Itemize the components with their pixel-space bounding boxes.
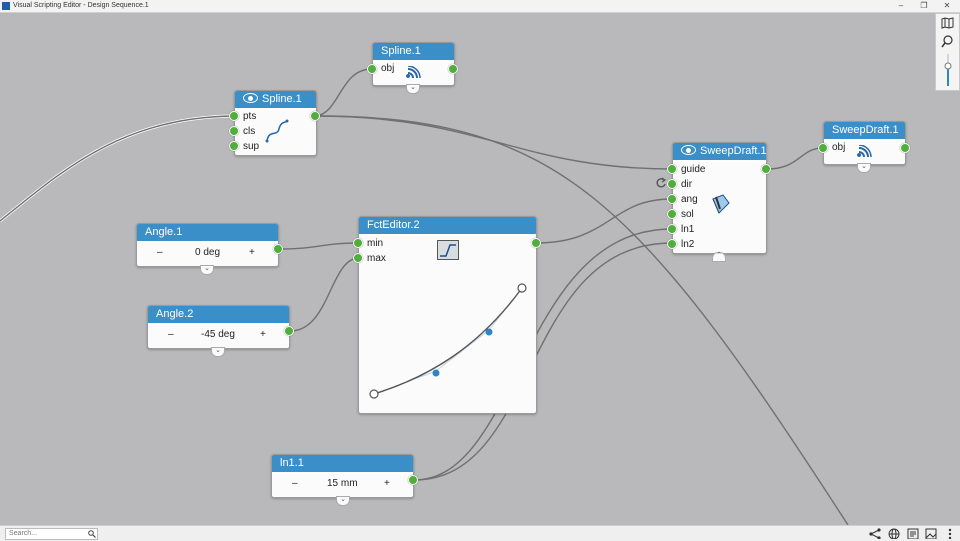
restore-button[interactable]: ❐ [920,1,928,10]
port-cls[interactable] [229,126,239,136]
port-label-guide: guide [681,164,706,175]
length-value[interactable]: 15 mm [327,478,358,489]
node-title: Angle.1 [137,224,278,243]
output-feed-icon [406,66,421,79]
window-title: Visual Scripting Editor - Design Sequenc… [13,2,149,9]
curve-handle-1[interactable] [432,369,440,377]
port-ang[interactable] [667,194,677,204]
port-ln-out[interactable] [408,475,418,485]
port-label-obj: obj [832,142,846,153]
status-bar: Search... [0,525,960,541]
port-obj-out[interactable] [900,143,910,153]
graph-canvas[interactable]: Spline.1 obj ⌄ Spline.1 pts cls sup Angl… [0,13,960,525]
port-angle1-out[interactable] [273,244,283,254]
expand-chevron-icon[interactable]: ⌄ [200,265,214,275]
decrement-button[interactable]: – [292,478,298,489]
node-spline[interactable]: Spline.1 pts cls sup [234,90,317,156]
port-sup[interactable] [229,141,239,151]
visibility-eye-icon[interactable] [681,145,696,155]
curve-end-point[interactable] [517,283,527,293]
expand-chevron-icon[interactable]: ⌄ [211,347,225,357]
port-ln2[interactable] [667,239,677,249]
port-sweep-out[interactable] [761,164,771,174]
navigation-toolbar [935,13,960,91]
globe-icon[interactable] [888,528,900,539]
port-label-sol: sol [681,209,694,220]
node-title: SweepDraft.1 [673,143,767,162]
output-feed-icon [857,145,872,158]
port-sol[interactable] [667,209,677,219]
port-min[interactable] [353,238,363,248]
port-fct-out[interactable] [531,238,541,248]
search-input[interactable]: Search... [5,528,98,540]
port-dir[interactable] [667,179,677,189]
node-spline-output[interactable]: Spline.1 obj [372,42,455,86]
share-icon[interactable] [869,528,881,539]
app-icon [2,2,10,10]
node-fct-editor[interactable]: FctEditor.2 min max [358,216,537,414]
port-label-pts: pts [243,111,257,122]
port-max[interactable] [353,253,363,263]
angle-value[interactable]: 0 deg [195,247,221,258]
port-label-max: max [367,253,386,264]
document-icon[interactable] [907,528,919,539]
port-ln1[interactable] [667,224,677,234]
title-bar: Visual Scripting Editor - Design Sequenc… [0,0,960,13]
port-label-sup: sup [243,141,260,152]
curve-handle-2[interactable] [485,328,493,336]
decrement-button[interactable]: – [168,329,174,340]
expand-chevron-icon[interactable]: ⌄ [857,163,871,173]
spline-icon [265,119,289,143]
angle-value[interactable]: -45 deg [201,329,235,340]
node-title: FctEditor.2 [359,217,536,236]
port-obj-out[interactable] [448,64,458,74]
visibility-eye-icon[interactable] [243,93,258,103]
node-angle-1[interactable]: Angle.1 – 0 deg + [136,223,279,267]
port-angle2-out[interactable] [284,326,294,336]
sweep-draft-icon [712,194,730,214]
port-guide[interactable] [667,164,677,174]
image-icon[interactable] [925,528,937,539]
port-label-ln2: ln2 [681,239,695,250]
more-icon[interactable] [944,528,956,539]
port-obj-in[interactable] [818,143,828,153]
port-obj-in[interactable] [367,64,377,74]
minimize-button[interactable]: – [898,1,904,10]
port-label-ang: ang [681,194,698,205]
node-title: SweepDraft.1 [824,122,905,141]
map-icon[interactable] [941,17,954,29]
function-editor-icon [437,240,459,260]
port-label-ln1: ln1 [681,224,695,235]
decrement-button[interactable]: – [157,247,163,258]
curve-start-point[interactable] [369,389,379,399]
increment-button[interactable]: + [260,329,266,340]
port-label-cls: cls [243,126,256,137]
node-title: Spline.1 [373,43,454,62]
port-pts[interactable] [229,111,239,121]
function-curve-editor[interactable] [359,267,536,413]
node-angle-2[interactable]: Angle.2 – -45 deg + [147,305,290,349]
node-sweep-draft[interactable]: SweepDraft.1 guide dir ang sol ln1 ln2 [672,142,767,254]
zoom-slider[interactable] [944,54,952,86]
collapse-chevron-icon[interactable]: ⌃ [712,252,726,262]
search-placeholder: Search... [9,530,38,537]
zoom-icon[interactable] [941,35,954,48]
close-button[interactable]: ✕ [943,1,951,10]
port-label-obj: obj [381,63,395,74]
refresh-icon[interactable] [655,177,667,189]
node-title: Spline.1 [235,91,316,110]
expand-chevron-icon[interactable]: ⌄ [336,496,350,506]
port-label-dir: dir [681,179,693,190]
node-sweep-draft-output[interactable]: SweepDraft.1 obj [823,121,906,165]
expand-chevron-icon[interactable]: ⌄ [406,84,420,94]
node-title: ln1.1 [272,455,413,474]
port-label-min: min [367,238,384,249]
node-title: Angle.2 [148,306,289,325]
search-icon[interactable] [88,530,96,538]
node-ln1[interactable]: ln1.1 – 15 mm + [271,454,414,498]
port-spline-out[interactable] [310,111,320,121]
increment-button[interactable]: + [249,247,255,258]
increment-button[interactable]: + [384,478,390,489]
